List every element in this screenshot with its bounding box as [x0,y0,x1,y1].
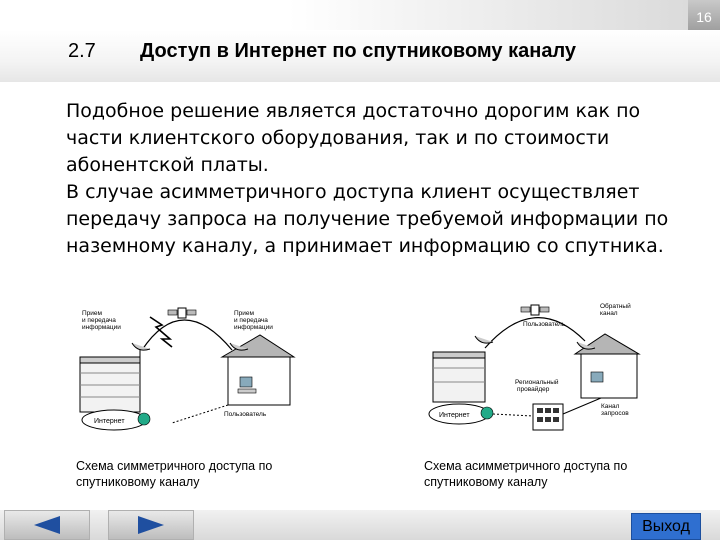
caption-asymmetric: Схема асимметричного доступа по спутнико… [424,459,628,489]
user-label: Пользователь [224,411,267,418]
satellite-icon [167,307,197,319]
lightning-icon [149,316,173,348]
internet-cloud-icon: Интернет [428,403,494,425]
next-slide-button[interactable] [108,510,194,540]
link-arc [141,319,233,351]
internet-label: Интернет [439,412,470,419]
body-text: Подобное решение является достаточно дор… [66,98,686,260]
page-number: 16 [688,0,720,34]
title-bar [0,30,720,82]
prev-slide-button[interactable] [4,510,90,540]
user-label: Пользователь [523,321,566,328]
slide-title: Доступ в Интернет по спутниковому каналу [140,40,577,62]
paragraph-cost: Подобное решение является достаточно дор… [66,100,641,176]
section-number: 2.7 [68,40,96,62]
paragraph-asymmetric: В случае асимметричного доступа клиент о… [66,181,669,257]
request-link [562,397,602,415]
satellite-dish-icon [131,342,151,357]
hub-building [432,335,494,403]
exit-button[interactable]: Выход [631,513,701,540]
satellite-icon [520,304,550,316]
internet-cloud-icon: Интернет [81,409,151,431]
arrow-left-icon [34,516,60,534]
internet-label: Интернет [94,418,125,425]
user-house-icon [220,334,296,406]
caption-symmetric: Схема симметричного доступа по спутников… [76,459,273,489]
hub-building [79,356,141,413]
gateway-building [532,403,564,431]
user-house-icon [573,333,641,399]
top-banner [0,0,720,34]
downlink-arc [484,317,586,349]
arrow-right-icon [138,516,164,534]
